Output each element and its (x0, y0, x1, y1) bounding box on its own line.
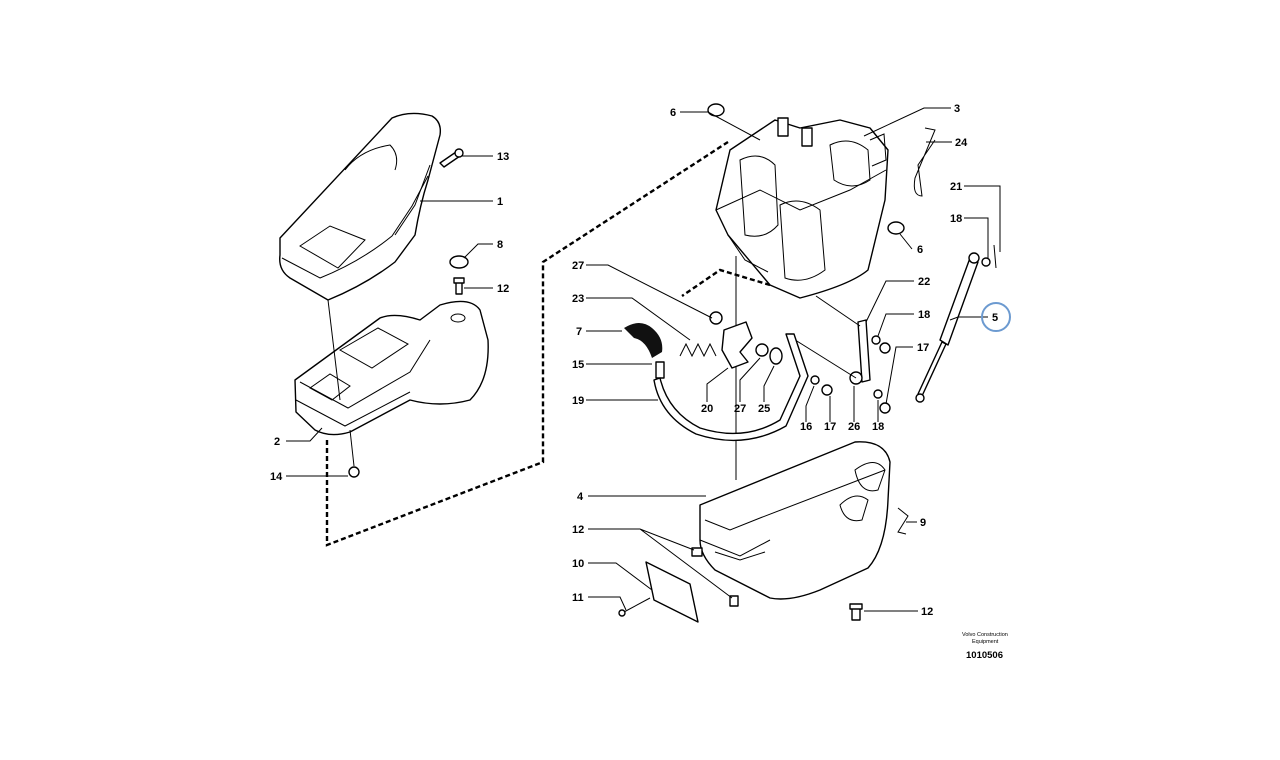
callout-7[interactable]: 7 (576, 326, 582, 338)
drawing-number: 1010506 (966, 650, 1003, 661)
callout-12-left[interactable]: 12 (497, 283, 509, 295)
callout-18-top[interactable]: 18 (950, 213, 962, 225)
callout-2[interactable]: 2 (274, 436, 280, 448)
part-18-washer-low (873, 389, 883, 399)
part-21-pin (993, 244, 997, 269)
group-bracket-dashed-2 (681, 268, 771, 297)
part-18-washer-mid (871, 335, 881, 345)
part-8-plug (449, 255, 469, 269)
callout-14[interactable]: 14 (270, 471, 283, 483)
callout-9[interactable]: 9 (920, 517, 926, 529)
callout-26[interactable]: 26 (848, 421, 860, 433)
callout-16[interactable]: 16 (800, 421, 812, 433)
callout-24[interactable]: 24 (955, 137, 968, 149)
part-6-bushing-top (707, 103, 725, 117)
part-9-clip (897, 507, 909, 535)
callout-22[interactable]: 22 (918, 276, 930, 288)
callout-27-top[interactable]: 27 (572, 260, 584, 272)
callout-leaders (286, 107, 1001, 612)
part-2-lower-housing (294, 300, 489, 436)
assembly-line-right-2 (791, 337, 857, 379)
part-10-plate (645, 561, 699, 623)
manufacturer-line-2: Equipment (972, 639, 999, 645)
manufacturer-line-1: Volvo Construction (962, 632, 1008, 638)
callout-17-right[interactable]: 17 (917, 342, 929, 354)
part-6-bushing-right (887, 221, 905, 235)
part-15-rod-end (655, 361, 665, 379)
callout-12-right[interactable]: 12 (921, 606, 933, 618)
assembly-line-right-1 (815, 295, 861, 327)
part-23-spring (679, 342, 717, 358)
part-5-gas-spring (915, 252, 980, 403)
callout-18-low[interactable]: 18 (872, 421, 884, 433)
part-27-washer-low (755, 343, 769, 357)
callout-27-low[interactable]: 27 (734, 403, 746, 415)
part-17-nut-low (879, 402, 891, 414)
part-12-bolt-left (453, 277, 465, 295)
callout-11[interactable]: 11 (572, 592, 584, 604)
part-7-grip-sleeve (624, 323, 663, 358)
group-bracket-dashed (325, 140, 729, 547)
callout-10[interactable]: 10 (572, 558, 584, 570)
callout-23[interactable]: 23 (572, 293, 584, 305)
callout-8[interactable]: 8 (497, 239, 503, 251)
callout-1[interactable]: 1 (497, 196, 503, 208)
callout-20[interactable]: 20 (701, 403, 713, 415)
callout-13[interactable]: 13 (497, 151, 509, 163)
part-22-lever (857, 319, 871, 383)
callout-6-right[interactable]: 6 (917, 244, 923, 256)
part-17-nut-mid (879, 342, 891, 354)
part-13-bolt (439, 148, 464, 168)
callout-12-mid[interactable]: 12 (572, 524, 584, 536)
assembly-line-left-2 (349, 429, 355, 467)
part-19-cable (653, 333, 809, 442)
callout-4[interactable]: 4 (577, 491, 584, 503)
callout-17-center[interactable]: 17 (824, 421, 836, 433)
callout-5[interactable]: 5 (992, 312, 998, 324)
callout-labels: 13 1 8 12 2 14 6 3 24 21 18 6 5 22 18 17… (270, 103, 998, 618)
part-16-washer (810, 375, 820, 385)
part-12-bolt-c (849, 603, 863, 621)
callout-15[interactable]: 15 (572, 359, 584, 371)
callout-21[interactable]: 21 (950, 181, 962, 193)
part-12-bolt-b (729, 595, 739, 607)
part-20-latch (721, 321, 753, 369)
part-11-screw (618, 597, 651, 617)
part-4-lower-cover (699, 441, 891, 600)
selected-callout-highlight (981, 302, 1011, 332)
part-12-bolt-a (691, 547, 703, 557)
assembly-line-left-1 (327, 299, 341, 401)
callout-19[interactable]: 19 (572, 395, 584, 407)
part-14-nut (348, 466, 360, 478)
callout-6-top[interactable]: 6 (670, 107, 676, 119)
part-18-washer-top (981, 257, 991, 267)
callout-25[interactable]: 25 (758, 403, 770, 415)
callout-18-mid[interactable]: 18 (918, 309, 930, 321)
part-25-bushing (769, 347, 783, 365)
part-3-bracket-assembly (715, 117, 889, 299)
callout-3[interactable]: 3 (954, 103, 960, 115)
part-24-clip (913, 127, 936, 197)
part-27-washer-top (709, 311, 723, 325)
part-1-upper-cover (279, 112, 442, 301)
part-17-nut-center (821, 384, 833, 396)
